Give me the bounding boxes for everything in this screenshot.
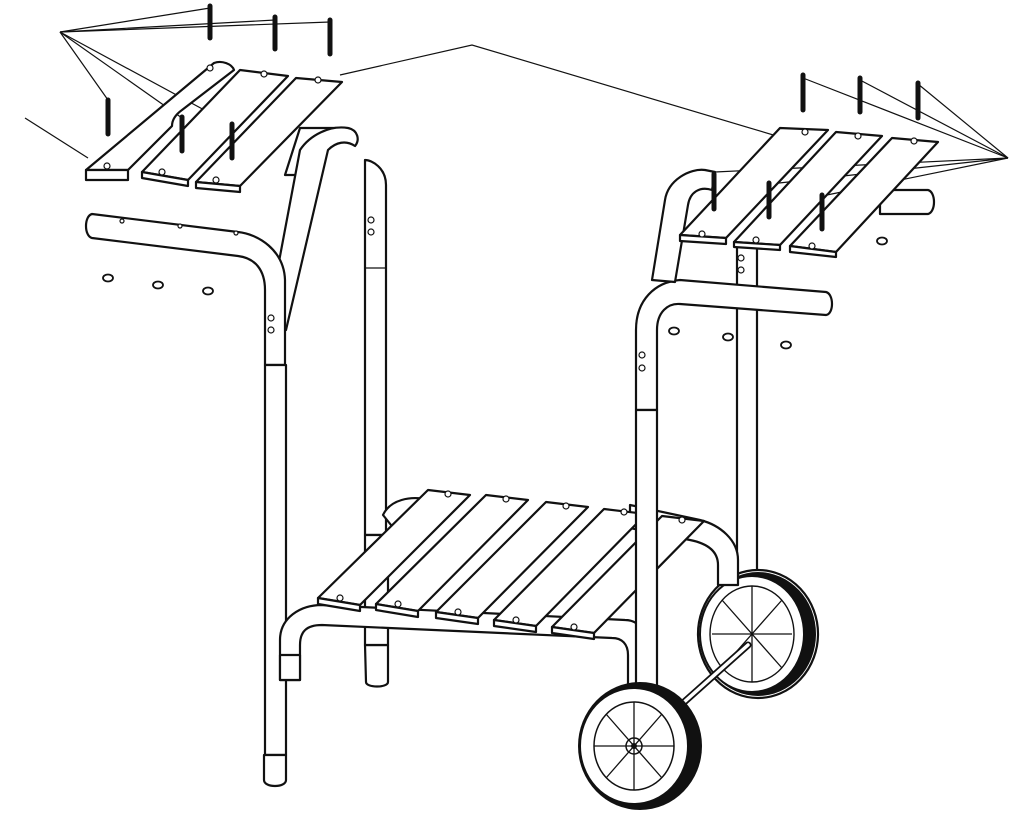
bottom-shelf-slats: [316, 488, 706, 641]
right-shelf-bolts: [711, 72, 921, 232]
left-shelf-nuts: [102, 273, 214, 296]
left-front-frame: [84, 212, 288, 788]
front-wheel: [578, 682, 702, 810]
right-shelf-nuts: [668, 236, 888, 350]
back-frame: [363, 158, 936, 688]
left-shelf-bolts: [105, 3, 333, 161]
right-front-frame: [634, 168, 834, 712]
rear-wheel: [696, 568, 820, 700]
left-shelf-frame: [266, 126, 359, 332]
